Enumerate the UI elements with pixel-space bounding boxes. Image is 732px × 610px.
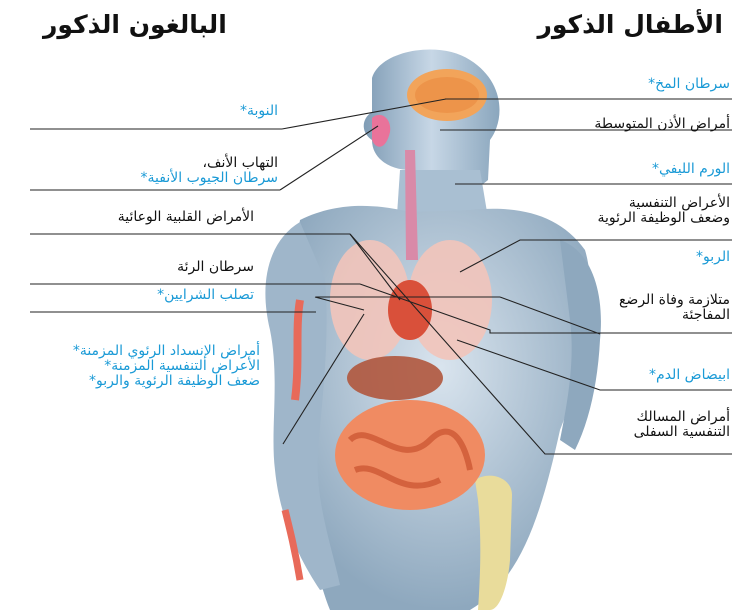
- label-brain-cancer: سرطان المخ*: [648, 77, 730, 92]
- label-otitis: أمراض الأذن المتوسطة: [594, 117, 730, 132]
- heading-adults: البالغون الذكور: [43, 10, 227, 39]
- label-stroke: النوبة*: [240, 104, 278, 119]
- label-respiratory: الأعراض التنفسية وضعف الوظيفة الرئوية: [597, 196, 730, 226]
- label-sids: متلازمة وفاة الرضع المفاجئة: [619, 293, 730, 323]
- label-lymphoma: الورم الليفي*: [652, 162, 730, 177]
- label-atherosclerosis: تصلب الشرايين*: [157, 288, 254, 303]
- label-asthma: الربو*: [696, 250, 730, 265]
- label-rhinitis: التهاب الأنف، سرطان الجيوب الأنفية*: [141, 156, 278, 186]
- label-lower-respiratory: أمراض المسالك التنفسية السفلى: [634, 410, 730, 440]
- label-cardiovascular: الأمراض القلبية الوعائية: [118, 210, 254, 225]
- label-leukemia: ابيضاض الدم*: [649, 368, 730, 383]
- label-copd: أمراض الإنسداد الرئوي المزمنة* الأعراض ا…: [73, 344, 260, 389]
- heading-children: الأطفال الذكور: [537, 10, 723, 39]
- label-lung-cancer: سرطان الرئة: [177, 260, 254, 275]
